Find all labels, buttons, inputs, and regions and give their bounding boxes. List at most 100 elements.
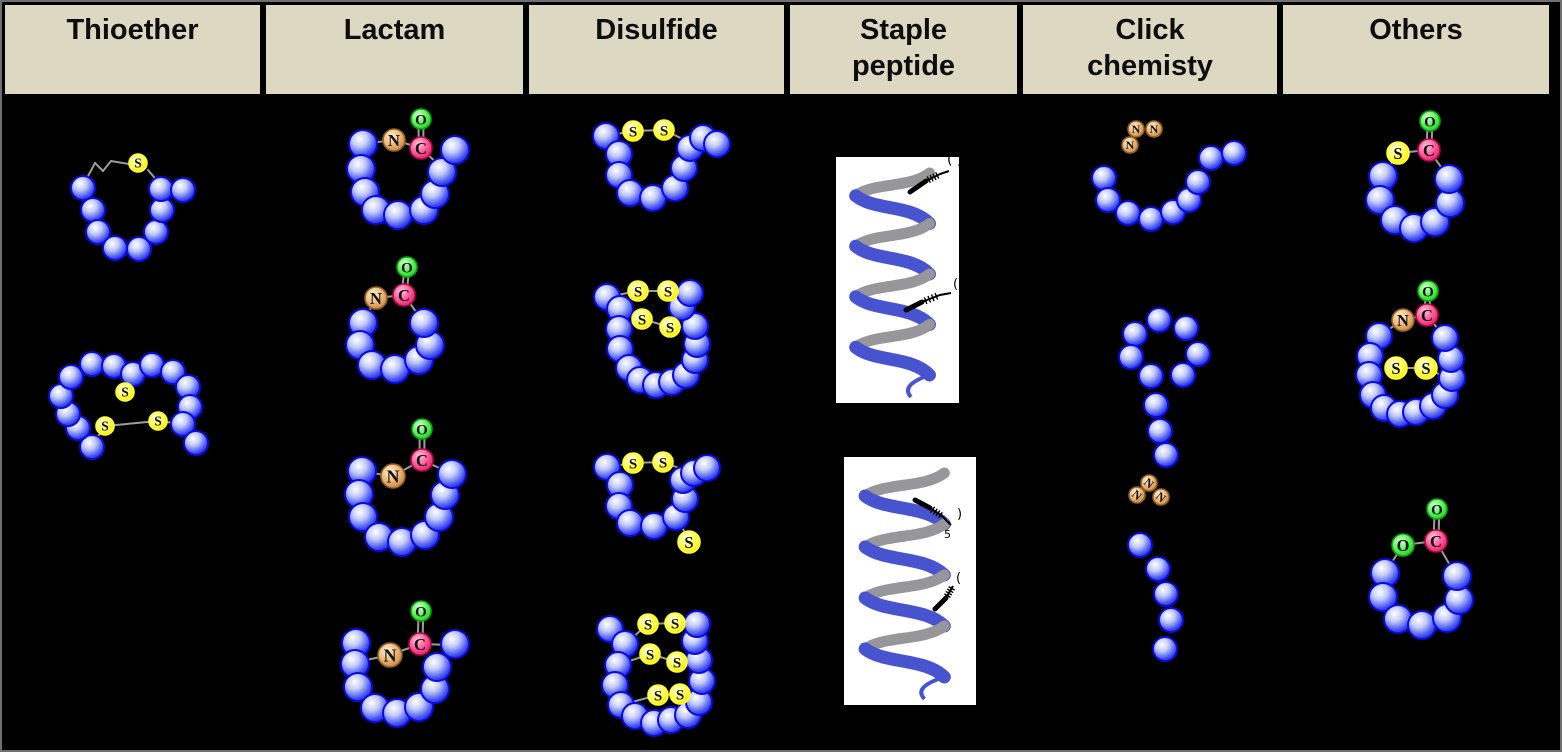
stapled-helix-long-linker: 5)(	[844, 457, 976, 705]
s-atom	[647, 684, 669, 706]
residue-sphere	[1442, 561, 1472, 591]
helix-back-ribbon	[859, 620, 950, 655]
lactam-cycle-4: NCO	[340, 600, 470, 728]
svg-text:S: S	[154, 414, 162, 429]
residue-sphere	[1127, 532, 1153, 558]
s-atom	[657, 280, 679, 302]
svg-text:S: S	[671, 616, 679, 632]
residue-sphere	[616, 509, 644, 537]
svg-text:N: N	[370, 289, 382, 308]
c-atom	[408, 632, 432, 656]
sidechain-hash-tick	[927, 295, 932, 303]
residue-sphere	[102, 235, 128, 261]
header-cell-disulfide: Disulfide	[526, 2, 787, 97]
s-atom	[631, 308, 653, 330]
c-atom	[1415, 303, 1439, 327]
stapled-helix-short-linker: ( )2(	[836, 152, 965, 403]
residue-sphere	[703, 130, 731, 158]
n-atom	[377, 642, 403, 668]
svg-text:O: O	[415, 604, 427, 620]
o-atom	[410, 108, 432, 130]
c-atom	[1417, 138, 1441, 162]
residue-sphere	[348, 502, 378, 532]
residue-sphere	[409, 308, 439, 338]
svg-text:S: S	[121, 385, 129, 400]
residue-sphere	[1115, 200, 1141, 226]
s-atom	[1386, 141, 1410, 165]
n-atom	[1145, 120, 1163, 138]
n-atom	[1128, 486, 1146, 504]
residue-sphere	[1431, 324, 1459, 352]
o-atom	[410, 600, 432, 622]
lactam-cycle-3: NCO	[344, 418, 467, 557]
residue-sphere	[683, 610, 711, 638]
sidechain-wedge	[912, 497, 933, 511]
n-atom	[1140, 474, 1158, 492]
residue-sphere	[1185, 341, 1211, 367]
sidechain-hash-tick	[935, 171, 940, 179]
residue-sphere	[126, 236, 152, 262]
svg-text:N: N	[384, 645, 397, 665]
s-atom	[666, 651, 688, 673]
residue-sphere	[170, 177, 196, 203]
svg-text:O: O	[415, 112, 427, 128]
residue-sphere	[1152, 636, 1178, 662]
s-atom	[1384, 356, 1408, 380]
o-atom	[1426, 498, 1448, 520]
residue-sphere	[170, 411, 196, 437]
svg-text:C: C	[1423, 141, 1435, 160]
linker-bracket-label: )	[957, 507, 962, 522]
helix-front-ribbon	[849, 189, 936, 230]
residue-sphere	[681, 312, 709, 340]
residue-sphere	[148, 176, 174, 202]
sidechain-hash-tick	[944, 593, 951, 598]
residue-sphere	[1153, 442, 1179, 468]
svg-text:O: O	[1422, 284, 1434, 300]
residue-sphere	[1221, 140, 1247, 166]
header-cell-staple-peptide: Staple peptide	[787, 2, 1020, 97]
svg-text:S: S	[659, 455, 667, 471]
helix-back-ribbon	[859, 518, 950, 553]
svg-text:S: S	[629, 124, 637, 140]
helix-front-ribbon	[849, 290, 936, 331]
sidechain-hash-tick	[932, 173, 937, 181]
n-atom	[1127, 120, 1145, 138]
helix-tail	[919, 675, 945, 701]
svg-text:S: S	[664, 284, 672, 300]
helix-front-ribbon	[849, 239, 936, 281]
svg-text:S: S	[1421, 359, 1430, 378]
residue-sphere	[1153, 581, 1179, 607]
header-label-line: peptide	[851, 50, 956, 83]
residue-sphere	[183, 430, 209, 456]
s-atom	[1414, 356, 1438, 380]
residue-sphere	[1118, 344, 1144, 370]
s-atom	[95, 416, 115, 436]
svg-text:S: S	[638, 312, 646, 328]
residue-sphere	[1145, 556, 1171, 582]
thioether-monocyclic: S	[70, 153, 196, 262]
svg-text:N: N	[1132, 122, 1141, 136]
svg-text:O: O	[416, 422, 428, 438]
residue-sphere	[348, 129, 378, 159]
c-atom	[392, 283, 416, 307]
residue-sphere	[1407, 610, 1437, 640]
sidechain-hash-tick	[929, 174, 934, 182]
helix-front-ribbon	[858, 489, 951, 531]
svg-text:S: S	[1393, 144, 1402, 163]
sidechain-wedge	[907, 178, 929, 195]
header-cell-lactam: Lactam	[263, 2, 526, 97]
s-atom	[115, 382, 135, 402]
residue-sphere	[1122, 321, 1148, 347]
c-atom	[410, 448, 434, 472]
s-atom	[622, 120, 644, 142]
residue-sphere	[440, 135, 470, 165]
helix-front-ribbon	[858, 642, 951, 684]
residue-sphere	[85, 219, 111, 245]
header-label-line: Others	[1369, 14, 1463, 46]
